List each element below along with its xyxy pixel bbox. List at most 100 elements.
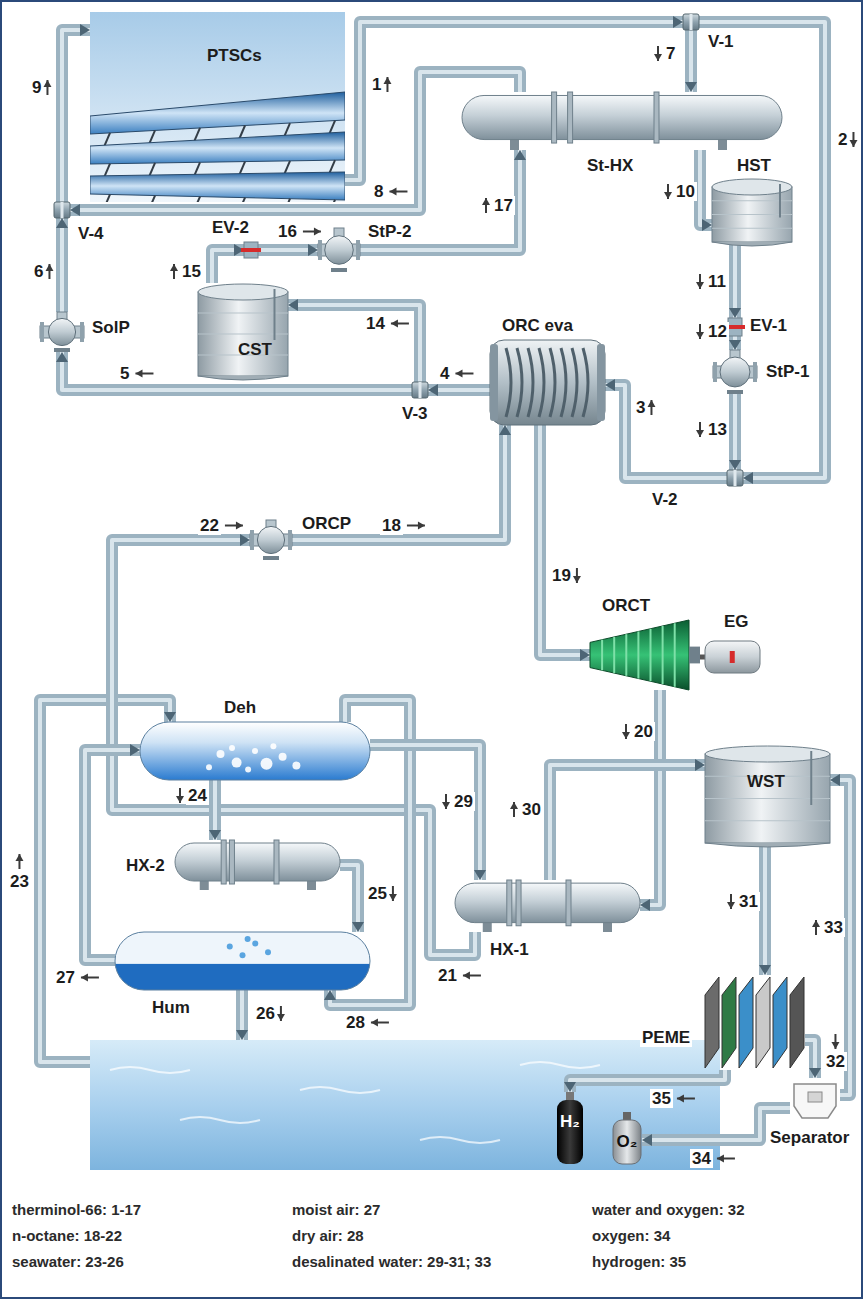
equipment-node: V-3 bbox=[412, 382, 428, 398]
pipe-connector bbox=[729, 244, 741, 318]
flow-arrow-head bbox=[277, 1014, 285, 1021]
flow-arrow bbox=[391, 320, 409, 328]
legend-line: oxygen: 34 bbox=[590, 1226, 672, 1245]
equipment-node: ORC eva bbox=[490, 340, 605, 425]
stream-number: 15 bbox=[180, 262, 203, 281]
tank-ladder bbox=[779, 184, 781, 218]
stream-number: 21 bbox=[436, 966, 459, 985]
pump-casing bbox=[325, 236, 354, 265]
pipe-body bbox=[212, 250, 244, 283]
tank-bottom bbox=[198, 376, 288, 380]
equipment-node: V-4 bbox=[54, 202, 70, 218]
tank-ladder bbox=[810, 751, 812, 805]
pipe-connector bbox=[805, 1040, 821, 1078]
flange bbox=[507, 880, 512, 926]
legend-line: seawater: 23-26 bbox=[10, 1252, 126, 1271]
pipe-arrowhead bbox=[702, 219, 712, 231]
pipe-highlight bbox=[60, 218, 64, 312]
flow-arrow bbox=[455, 370, 473, 378]
flow-arrow bbox=[135, 370, 153, 378]
pipe-body bbox=[288, 305, 420, 382]
component-label: V-2 bbox=[650, 490, 680, 509]
pipe-connector bbox=[700, 150, 712, 231]
flow-arrow bbox=[81, 974, 99, 982]
pipe-arrowhead bbox=[695, 759, 705, 771]
equipment-node: WST bbox=[705, 745, 830, 845]
pump-casing bbox=[720, 357, 750, 387]
component-label: EV-1 bbox=[748, 316, 789, 335]
turbine-ridge bbox=[662, 626, 664, 684]
stream-number: 20 bbox=[632, 722, 655, 741]
pipe-body bbox=[370, 745, 480, 880]
flange bbox=[516, 880, 521, 926]
flange bbox=[221, 840, 226, 884]
pipe-body bbox=[759, 845, 771, 975]
flow-arrow bbox=[677, 1095, 695, 1103]
pipe-highlight bbox=[360, 150, 520, 250]
pipe-body bbox=[340, 865, 358, 932]
ev-symbol bbox=[244, 242, 258, 258]
stream-number: 28 bbox=[344, 1013, 367, 1032]
hum-symbol bbox=[115, 932, 370, 990]
pipe-arrowhead bbox=[759, 965, 771, 975]
flange bbox=[229, 840, 234, 884]
pump-flange bbox=[318, 240, 322, 260]
valve-body bbox=[412, 382, 428, 398]
component-label: StP-1 bbox=[764, 362, 811, 381]
pipe-body bbox=[62, 30, 90, 202]
coil-turn bbox=[583, 348, 588, 417]
pipe-connector bbox=[212, 244, 244, 283]
pipe-body bbox=[729, 244, 741, 318]
flow-arrow-head bbox=[647, 400, 655, 407]
flow-arrow-head bbox=[81, 974, 88, 982]
coil-turn bbox=[517, 348, 522, 417]
equipment-node: Deh bbox=[140, 722, 370, 780]
equipment-node: HST bbox=[712, 178, 792, 244]
pipe-highlight bbox=[733, 394, 737, 470]
component-label: StP-2 bbox=[366, 222, 413, 241]
pipe-body bbox=[700, 150, 712, 225]
trough-mirror bbox=[90, 172, 345, 200]
pump-base bbox=[263, 556, 279, 560]
component-label: PEME bbox=[640, 1028, 692, 1047]
flange bbox=[566, 880, 571, 926]
valve-symbol bbox=[727, 470, 743, 486]
pipe-highlight bbox=[540, 425, 590, 655]
pipe-body bbox=[729, 394, 741, 470]
eva-symbol bbox=[490, 340, 605, 425]
valve-body bbox=[727, 470, 743, 486]
flow-arrow bbox=[43, 80, 51, 95]
trough-support bbox=[194, 197, 200, 202]
pump-flange bbox=[356, 240, 360, 260]
pipe-connector bbox=[428, 384, 490, 396]
valve-symbol bbox=[683, 14, 699, 30]
pump-symbol bbox=[713, 350, 757, 394]
flow-arrow bbox=[717, 1155, 735, 1163]
pump-casing bbox=[257, 526, 284, 553]
tank-bottom bbox=[712, 242, 792, 246]
flow-arrow-head bbox=[15, 854, 23, 861]
component-label: SolP bbox=[90, 318, 132, 337]
pipe-highlight bbox=[699, 22, 825, 478]
coil-turn bbox=[561, 348, 566, 417]
turbine-ridge bbox=[613, 637, 615, 673]
stream-number: 1 bbox=[370, 75, 383, 94]
flow-arrow-head bbox=[654, 54, 662, 61]
component-label: V-4 bbox=[76, 224, 106, 243]
gen-symbol bbox=[705, 637, 760, 677]
component-label: ORCT bbox=[600, 596, 652, 615]
pipe-arrowhead bbox=[640, 899, 650, 911]
pipe-arrowhead bbox=[673, 16, 683, 28]
separator-window bbox=[808, 1092, 822, 1102]
tank-symbol bbox=[705, 745, 830, 845]
stream-number: 31 bbox=[737, 892, 760, 911]
flow-arrow bbox=[303, 228, 321, 236]
flow-arrow bbox=[176, 788, 184, 803]
legend-line: dry air: 28 bbox=[290, 1226, 366, 1245]
flow-arrow bbox=[573, 568, 581, 583]
pipe-arrowhead bbox=[352, 922, 364, 932]
droplet bbox=[227, 944, 233, 950]
pipe-body bbox=[360, 150, 520, 250]
pipe-connector bbox=[370, 745, 486, 880]
